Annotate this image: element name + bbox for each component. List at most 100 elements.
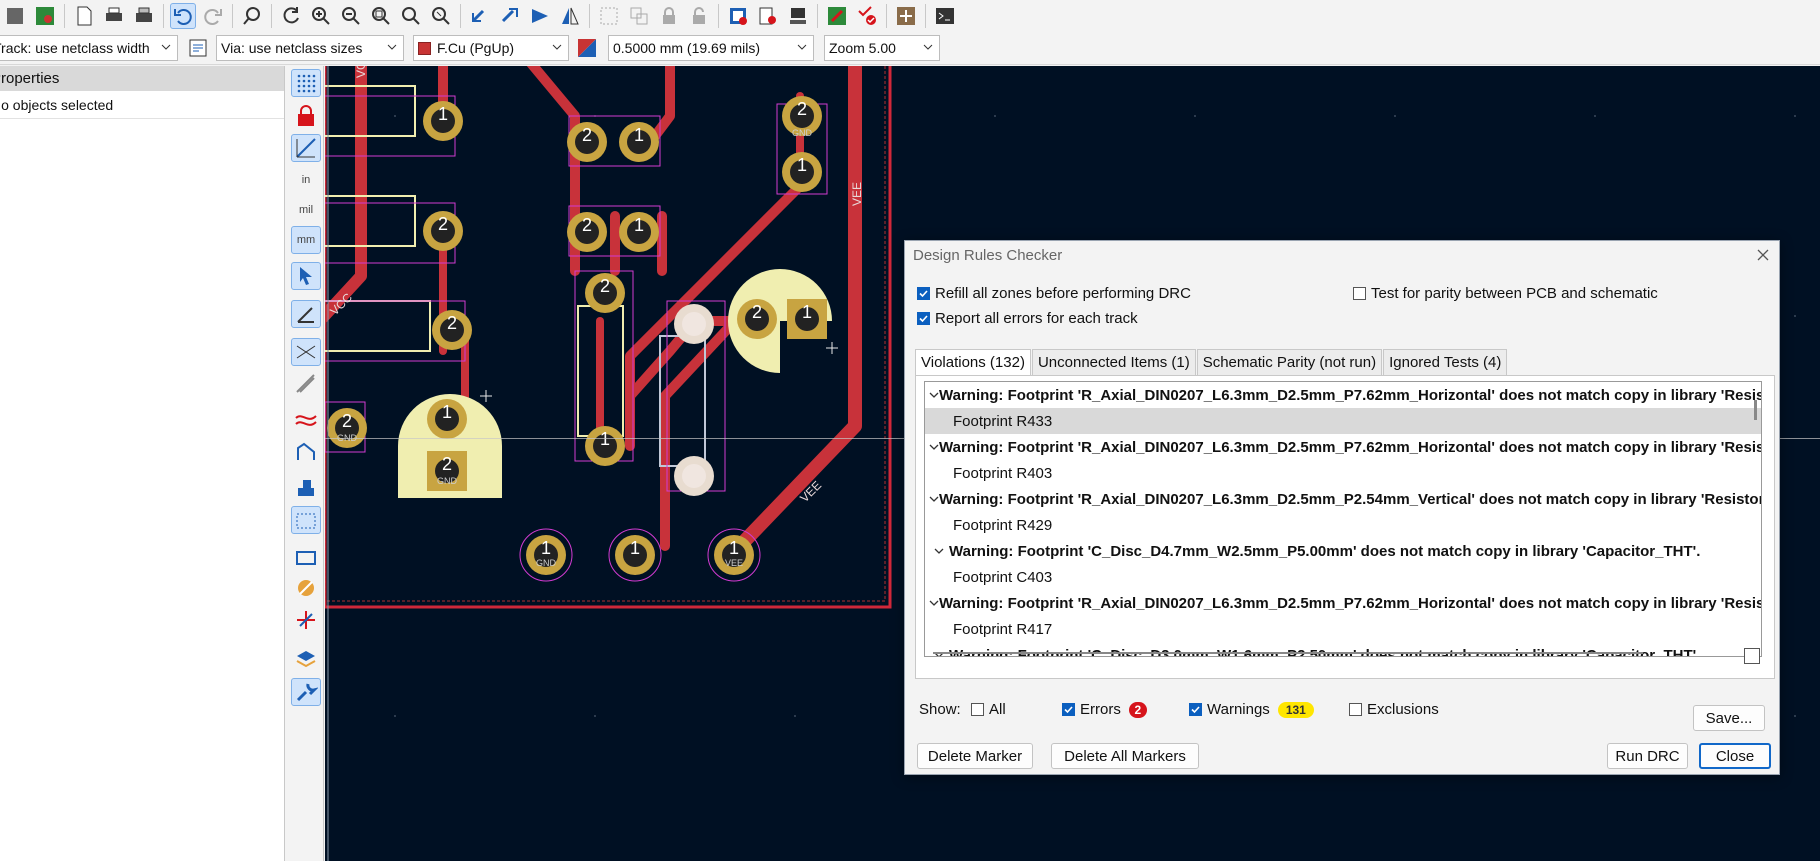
properties-manager-icon[interactable] xyxy=(291,678,321,706)
violation-row[interactable]: Warning: Footprint 'R_Axial_DIN0207_L6.3… xyxy=(925,486,1761,512)
plot-icon[interactable] xyxy=(131,3,157,29)
violation-item-row[interactable]: Footprint R433 xyxy=(925,408,1761,434)
angle-snap-icon[interactable] xyxy=(291,300,321,328)
horizontal-scrollbar[interactable] xyxy=(933,652,1643,654)
refresh-icon[interactable] xyxy=(278,3,304,29)
units-mil-button[interactable]: mil xyxy=(298,204,314,216)
grid-toggle-icon[interactable] xyxy=(291,69,321,97)
refill-zones-checkbox[interactable]: Refill all zones before performing DRC xyxy=(917,285,1191,302)
board-setup-icon[interactable] xyxy=(2,3,28,29)
show-exclusions-checkbox[interactable]: Exclusions xyxy=(1349,701,1439,718)
via-size-select[interactable]: Via: use netclass sizes xyxy=(216,35,404,61)
console-icon[interactable] xyxy=(932,3,958,29)
zoom-out-icon[interactable] xyxy=(338,3,364,29)
layer-pair-icon[interactable] xyxy=(574,35,600,61)
pad-number: 2 xyxy=(752,302,762,322)
net-label-vc: VC xyxy=(354,66,368,78)
violation-row[interactable]: Warning: Footprint 'R_Axial_DIN0207_L6.3… xyxy=(925,382,1761,408)
violation-item-row[interactable]: Footprint R429 xyxy=(953,516,1053,534)
pad-number: 2 xyxy=(447,313,457,333)
chevron-down-icon[interactable] xyxy=(929,648,949,656)
via-display-icon[interactable] xyxy=(291,506,321,534)
save-button[interactable]: Save... xyxy=(1693,705,1765,731)
show-warnings-checkbox[interactable]: Warnings 131 xyxy=(1189,701,1314,718)
ratsnest-icon[interactable] xyxy=(291,338,321,366)
layers-manager-icon[interactable] xyxy=(291,646,321,674)
mirror-v-icon[interactable] xyxy=(557,3,583,29)
footprint-library-icon[interactable] xyxy=(755,3,781,29)
zoom-select[interactable]: Zoom 5.00 xyxy=(824,35,940,61)
close-button[interactable]: Close xyxy=(1699,743,1771,769)
undo-icon[interactable] xyxy=(170,2,196,29)
delete-all-markers-button[interactable]: Delete All Markers xyxy=(1051,743,1199,769)
find-icon[interactable] xyxy=(239,3,265,29)
zoom-fit-icon[interactable] xyxy=(368,3,394,29)
violation-item-row[interactable]: Footprint C403 xyxy=(953,568,1053,586)
violation-item-row[interactable]: Footprint R403 xyxy=(953,464,1053,482)
cursor-icon[interactable] xyxy=(291,262,321,290)
test-parity-checkbox[interactable]: Test for parity between PCB and schemati… xyxy=(1353,285,1658,302)
zoom-in-icon[interactable] xyxy=(308,3,334,29)
chevron-down-icon[interactable] xyxy=(929,544,949,558)
update-pcb-icon[interactable] xyxy=(725,3,751,29)
violation-row[interactable]: Warning: Footprint 'R_Axial_DIN0207_L6.3… xyxy=(925,434,1761,460)
show-all-checkbox[interactable]: All xyxy=(971,701,1006,718)
report-all-errors-checkbox[interactable]: Report all errors for each track xyxy=(917,310,1138,327)
pad-net-gnd: GND xyxy=(536,558,557,568)
curved-ratsnest-icon[interactable] xyxy=(291,370,321,398)
tab-violations[interactable]: Violations (132) xyxy=(915,349,1031,375)
pad-number: 1 xyxy=(442,402,452,422)
track-via-toggle-icon[interactable] xyxy=(185,35,211,61)
drc-icon[interactable] xyxy=(854,3,880,29)
route-icon[interactable] xyxy=(893,3,919,29)
track-display-icon[interactable] xyxy=(291,544,321,572)
print-icon[interactable] xyxy=(101,3,127,29)
delete-marker-button[interactable]: Delete Marker xyxy=(917,743,1033,769)
resize-handle[interactable] xyxy=(1744,648,1760,664)
pad-display-icon[interactable] xyxy=(291,474,321,502)
pad-number: 1 xyxy=(634,215,644,235)
lock-icon[interactable] xyxy=(656,3,682,29)
violations-tree[interactable]: Warning: Footprint 'R_Axial_DIN0207_L6.3… xyxy=(924,381,1762,657)
chevron-down-icon[interactable] xyxy=(929,440,939,454)
contrast-mode-icon[interactable] xyxy=(291,606,321,634)
tab-schematic-parity[interactable]: Schematic Parity (not run) xyxy=(1196,349,1383,375)
zoom-objects-icon[interactable] xyxy=(398,3,424,29)
close-icon[interactable] xyxy=(1753,245,1773,265)
new-board-icon[interactable] xyxy=(71,3,97,29)
vertical-scrollbar[interactable] xyxy=(1754,400,1757,420)
grid-select[interactable]: 0.5000 mm (19.69 mils) xyxy=(608,35,814,61)
redo-icon[interactable] xyxy=(200,3,226,29)
chevron-down-icon[interactable] xyxy=(929,388,939,402)
grid-lock-icon[interactable] xyxy=(291,102,321,130)
ungroup-icon[interactable] xyxy=(626,3,652,29)
run-drc-button[interactable]: Run DRC xyxy=(1607,743,1688,769)
layer-select[interactable]: F.Cu (PgUp) xyxy=(413,35,569,61)
net-highlight-icon[interactable] xyxy=(291,406,321,434)
tab-ignored-tests[interactable]: Ignored Tests (4) xyxy=(1383,349,1508,375)
unlock-icon[interactable] xyxy=(686,3,712,29)
zone-display-icon[interactable] xyxy=(291,438,321,466)
show-errors-checkbox[interactable]: Errors 2 xyxy=(1062,701,1147,718)
polar-coords-icon[interactable] xyxy=(291,134,321,162)
tab-unconnected-items[interactable]: Unconnected Items (1) xyxy=(1031,349,1196,375)
pcb-settings-icon[interactable] xyxy=(32,3,58,29)
violation-row[interactable]: Warning: Footprint 'C_Disc_D4.7mm_W2.5mm… xyxy=(925,538,1761,564)
footprint-editor-icon[interactable] xyxy=(785,3,811,29)
units-inch-button[interactable]: in xyxy=(301,174,311,186)
pad-number: 2 xyxy=(600,276,610,296)
violation-item-row[interactable]: Footprint R417 xyxy=(953,620,1053,638)
rotate-cw-icon[interactable] xyxy=(497,3,523,29)
zoom-selection-icon[interactable] xyxy=(428,3,454,29)
rotate-ccw-icon[interactable] xyxy=(467,3,493,29)
track-width-select[interactable]: Track: use netclass width xyxy=(0,35,178,61)
chevron-down-icon[interactable] xyxy=(929,492,939,506)
violation-row[interactable]: Warning: Footprint 'R_Axial_DIN0207_L6.3… xyxy=(925,590,1761,616)
graphic-outline-icon[interactable] xyxy=(291,574,321,602)
scripting-icon[interactable] xyxy=(824,3,850,29)
units-mm-button[interactable]: mm xyxy=(291,226,321,254)
mirror-h-icon[interactable] xyxy=(527,3,553,29)
violation-row[interactable]: Warning: Footprint 'C_Disc_D3.0mm_W1.6mm… xyxy=(925,642,1761,656)
group-icon[interactable] xyxy=(596,3,622,29)
chevron-down-icon[interactable] xyxy=(929,596,939,610)
